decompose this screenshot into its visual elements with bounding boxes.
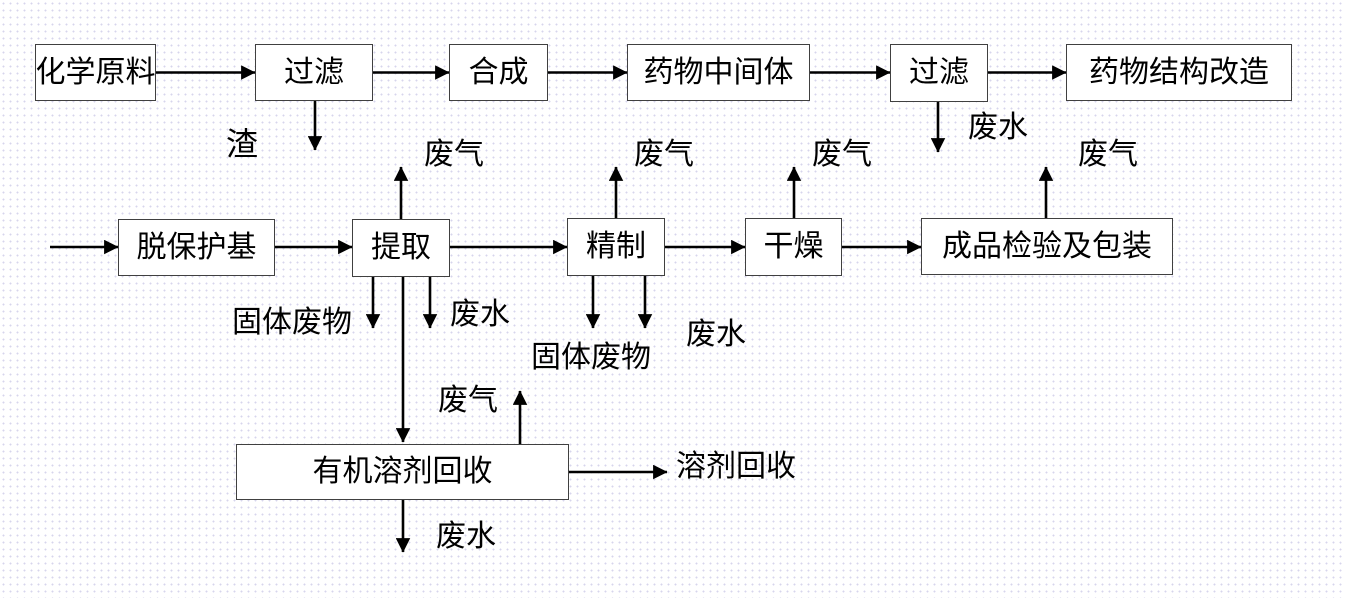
label-wastegas-extract: 废气 xyxy=(424,138,484,171)
label-wastegas-solventrecovery: 废气 xyxy=(438,384,498,417)
node-extraction: 提取 xyxy=(352,219,450,277)
node-filter-1: 过滤 xyxy=(255,44,373,101)
label-wastewater-solventrecovery: 废水 xyxy=(436,520,496,553)
label-wastewater-filter2: 废水 xyxy=(968,111,1028,144)
label-wastewater-extract: 废水 xyxy=(450,298,510,331)
node-synthesis: 合成 xyxy=(449,44,548,101)
label-solvent-out: 溶剂回收 xyxy=(676,450,796,483)
label-wastegas-dry: 废气 xyxy=(812,138,872,171)
node-refining: 精制 xyxy=(567,218,665,276)
node-drug-intermediate: 药物中间体 xyxy=(627,44,810,101)
node-organic-solvent-recovery: 有机溶剂回收 xyxy=(236,444,569,500)
node-filter-2: 过滤 xyxy=(890,44,988,102)
node-structure-modification: 药物结构改造 xyxy=(1066,44,1292,101)
label-solidwaste-refine: 固体废物 xyxy=(531,341,651,374)
node-raw-material: 化学原料 xyxy=(35,44,156,101)
label-solidwaste-extract: 固体废物 xyxy=(232,306,352,339)
label-wastegas-inspectpack: 废气 xyxy=(1078,138,1138,171)
label-wastegas-refine: 废气 xyxy=(634,138,694,171)
node-drying: 干燥 xyxy=(745,218,842,276)
node-deprotection: 脱保护基 xyxy=(118,219,275,276)
node-inspection-packaging: 成品检验及包装 xyxy=(921,218,1173,275)
label-slag: 渣 xyxy=(226,126,259,162)
label-wastewater-refine: 废水 xyxy=(686,318,746,351)
